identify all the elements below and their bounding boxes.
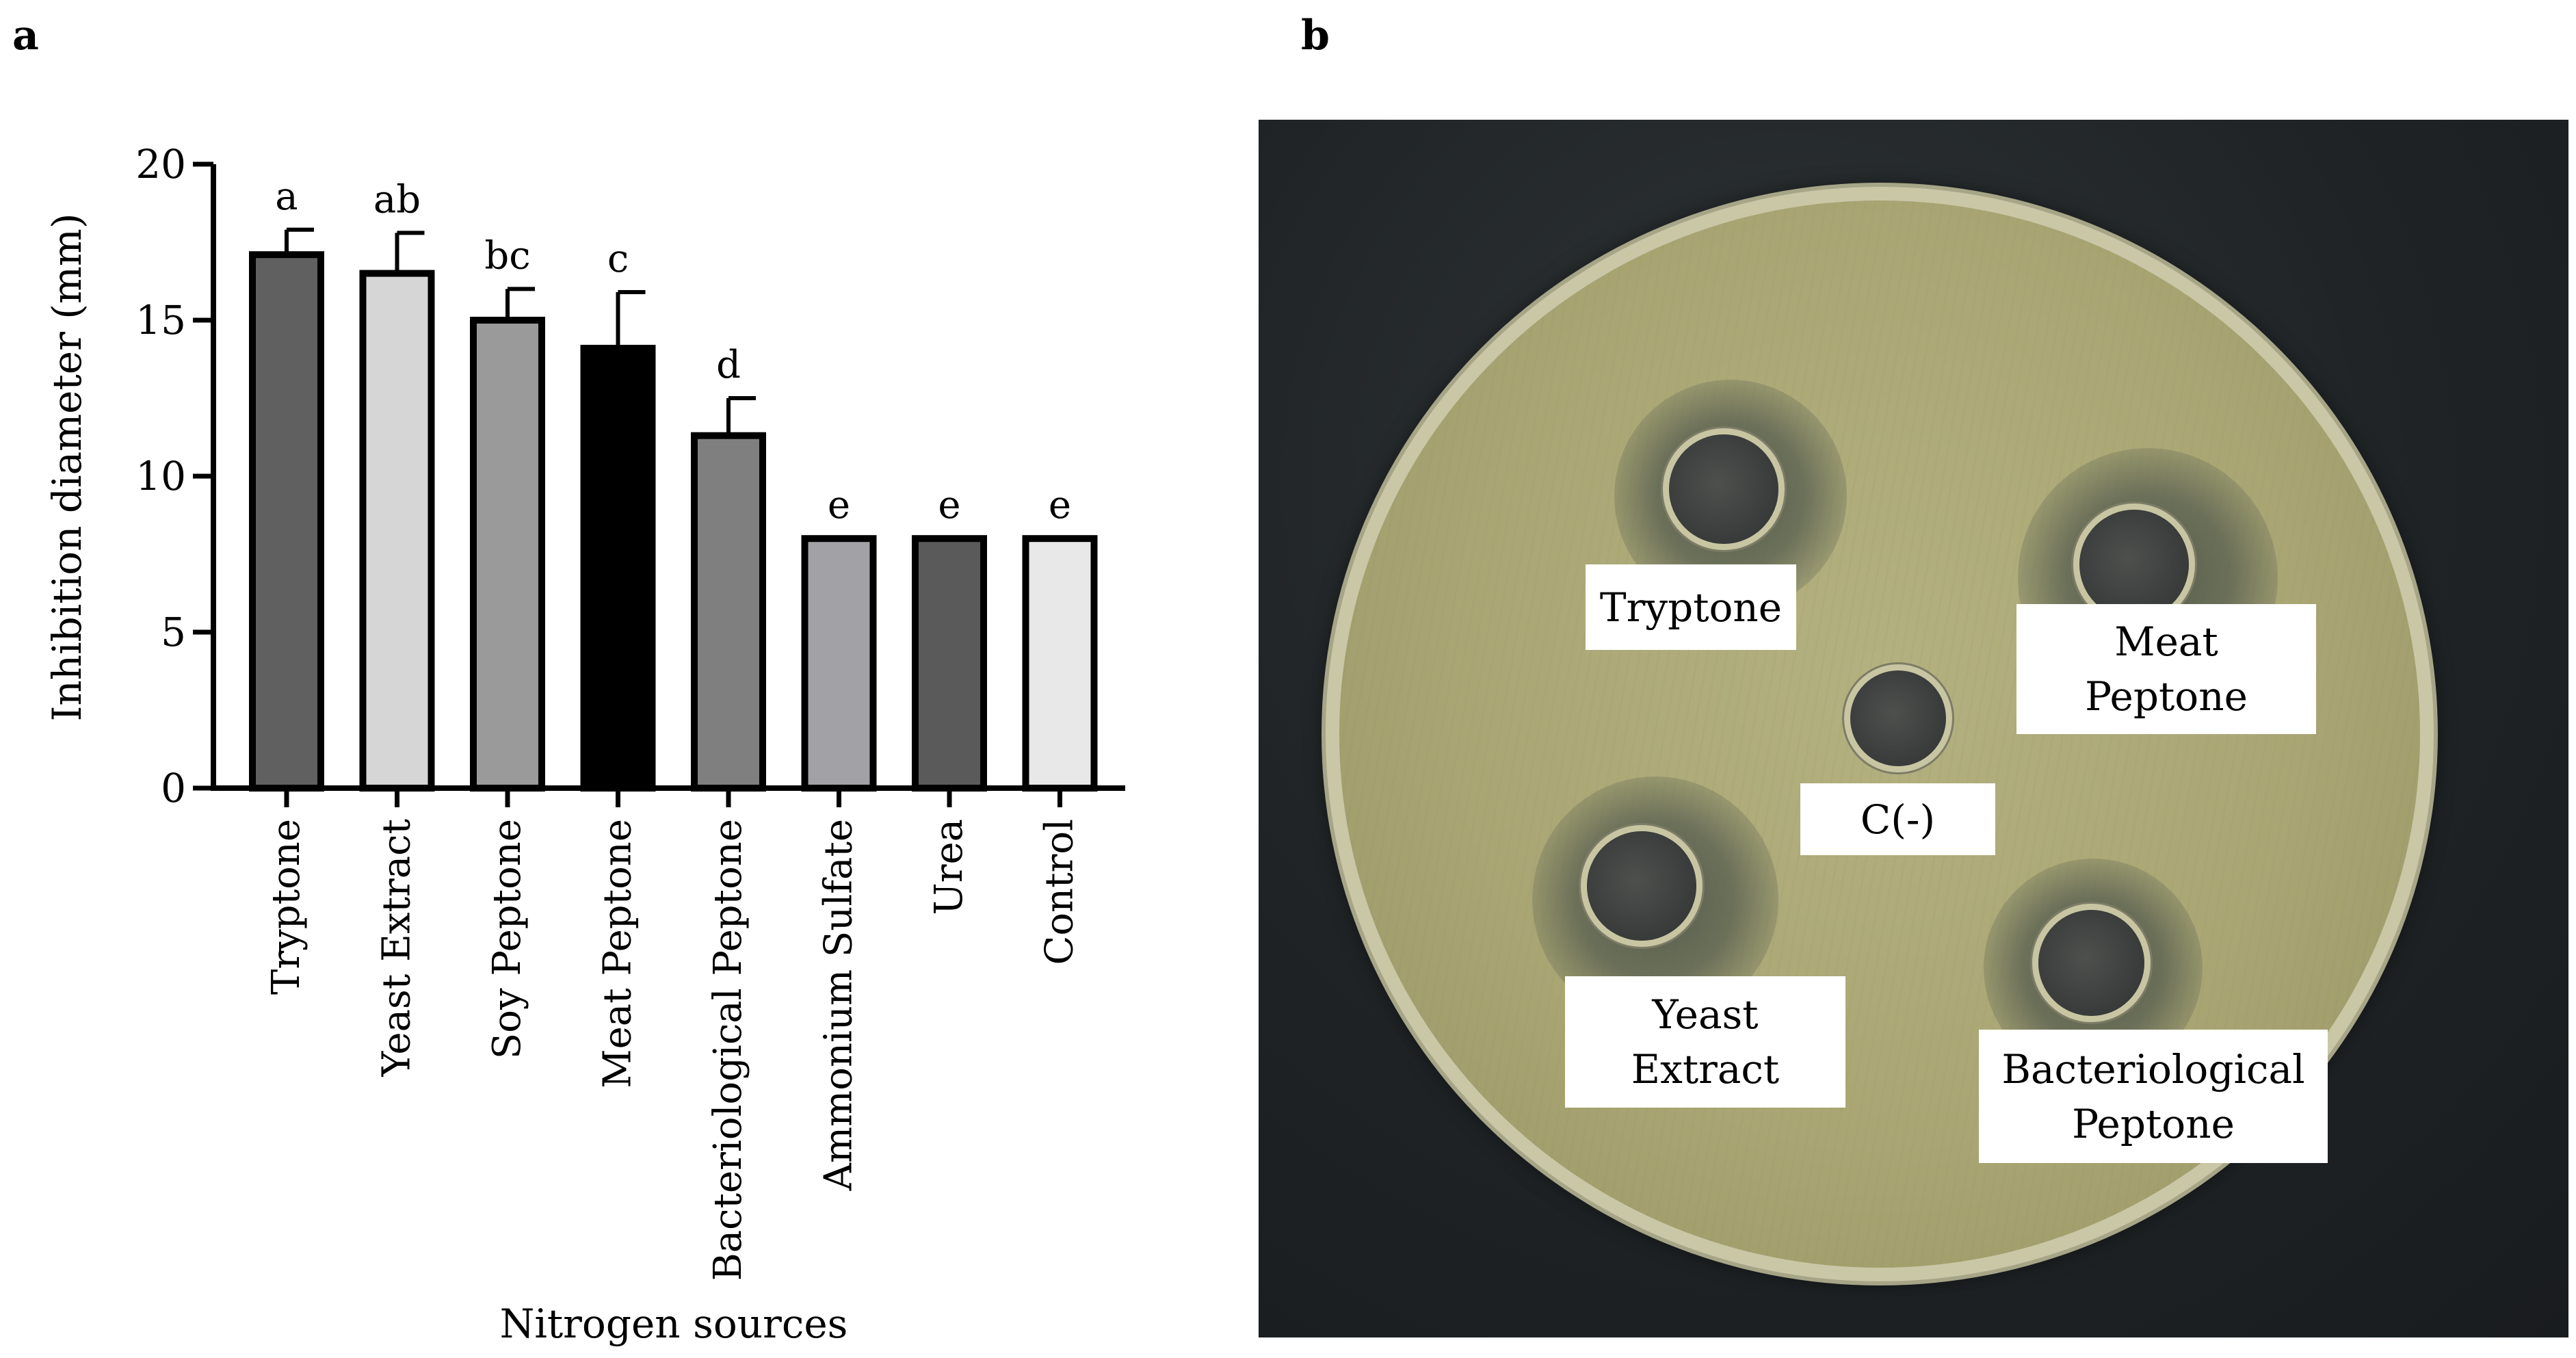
label-tryptone: Tryptone xyxy=(1586,564,1796,650)
bar xyxy=(249,251,324,792)
panel-label-a: a xyxy=(12,12,39,60)
x-tick-label: Control xyxy=(1038,819,1082,965)
significance-letter: e xyxy=(1049,483,1071,527)
well-meat-peptone xyxy=(2079,510,2189,619)
bar xyxy=(801,535,877,792)
label-yeast-extract: Yeast Extract xyxy=(1565,976,1845,1108)
bar xyxy=(912,535,987,792)
y-tick-label: 5 xyxy=(161,609,186,655)
well-tryptone xyxy=(1669,434,1778,544)
bar xyxy=(580,345,656,792)
x-tick-label: Bacteriological Peptone xyxy=(706,819,750,1281)
y-tick-label: 0 xyxy=(161,765,186,811)
y-axis: 0 5 10 15 20 xyxy=(135,141,216,811)
significance-letter: c xyxy=(607,237,629,281)
x-tick-label: Meat Peptone xyxy=(596,819,640,1088)
significance-letter: e xyxy=(938,483,960,527)
petri-dish-photo: Tryptone Meat Peptone C(-) Yeast Extract… xyxy=(1259,120,2568,1337)
well-control xyxy=(1850,670,1946,766)
bar xyxy=(470,317,545,792)
y-tick-label: 15 xyxy=(135,297,186,343)
label-control: C(-) xyxy=(1800,783,1995,855)
label-meat-peptone: Meat Peptone xyxy=(2016,604,2316,734)
panel-label-b: b xyxy=(1301,12,1330,60)
significance-letter: ab xyxy=(373,177,421,222)
bar xyxy=(1022,535,1098,792)
bar xyxy=(359,270,435,792)
y-tick-label: 10 xyxy=(135,453,186,499)
x-tick-label: Yeast Extract xyxy=(375,819,419,1078)
x-axis: Tryptone Yeast Extract Soy Peptone Meat Pep… xyxy=(211,785,1125,1281)
label-bacteriological-peptone: Bacteriological Peptone xyxy=(1979,1030,2328,1163)
well-yeast-extract xyxy=(1587,831,1696,941)
y-axis-label: Inhibition diameter (mm) xyxy=(44,213,90,721)
significance-letter: e xyxy=(828,483,850,527)
significance-letter: bc xyxy=(484,233,530,278)
bar-chart: 0 5 10 15 20 a ab bc c d e e e Tryptone Yeast Extrac… xyxy=(44,141,1125,1347)
well-bact-peptone xyxy=(2038,910,2144,1016)
x-axis-label: Nitrogen sources xyxy=(500,1301,848,1347)
y-tick-label: 20 xyxy=(135,141,186,187)
x-tick-label: Tryptone xyxy=(264,819,308,995)
x-tick-label: Ammonium Sulfate xyxy=(817,819,861,1191)
bar xyxy=(691,432,766,792)
significance-letter: a xyxy=(275,174,298,219)
x-tick-label: Urea xyxy=(927,819,971,915)
bars: a ab bc c d e e e xyxy=(249,174,1098,792)
x-tick-label: Soy Peptone xyxy=(485,819,529,1059)
significance-letter: d xyxy=(716,343,741,387)
